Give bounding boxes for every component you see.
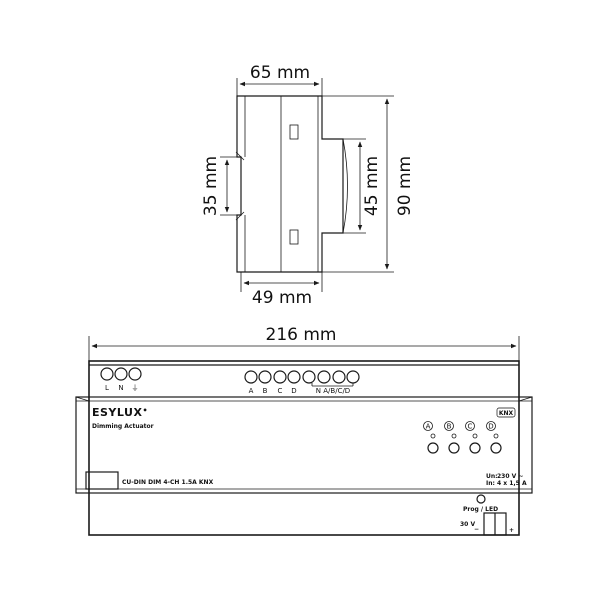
knx-logo-text: KNX — [499, 410, 514, 417]
terminal-screw — [258, 370, 272, 384]
terminal-label-d: D — [291, 387, 296, 395]
rail-notch — [235, 211, 245, 221]
terminal-label-n: N — [118, 384, 123, 392]
channel-badge — [465, 421, 475, 431]
side-view: 65 mm 49 mm 35 mm 45 mm 90 mm — [201, 63, 415, 308]
channel-badge — [486, 421, 496, 431]
device-housing — [88, 360, 520, 536]
rail-clip-lower — [289, 229, 299, 245]
terminal-screw — [244, 370, 258, 384]
terminal-screw — [128, 367, 142, 381]
channel-terminals: A B C D N A/B/C/D — [244, 370, 360, 395]
channel-badge-b: B — [447, 423, 452, 431]
channel-badge-a: A — [426, 423, 431, 431]
dim-90-label: 90 mm — [395, 156, 415, 216]
dim-65-label: 65 mm — [250, 63, 310, 83]
terminal-label-b: B — [263, 387, 268, 395]
dim-45-label: 45 mm — [362, 156, 382, 216]
terminal-screw — [302, 370, 316, 384]
rating-in-label: In: — [486, 480, 495, 487]
rating-in-value: 4 x 1,5 A — [497, 480, 527, 487]
terminal-label-earth: ⏚ — [132, 384, 139, 392]
rail-notch — [235, 151, 245, 161]
channel-badge — [423, 421, 433, 431]
label-window — [85, 471, 119, 490]
terminal-label-common: N A/B/C/D — [316, 387, 350, 395]
rail-clip-upper — [289, 124, 299, 140]
terminal-screw — [317, 370, 331, 384]
front-panel-chamfer — [518, 396, 533, 402]
side-view-outline — [236, 95, 344, 273]
knx-logo-frame — [496, 407, 516, 418]
terminal-screw — [332, 370, 346, 384]
terminal-screw — [273, 370, 287, 384]
channel-controls: A B C D — [423, 421, 502, 454]
prog-label: Prog / LED — [463, 506, 498, 513]
channel-badge — [444, 421, 454, 431]
front-panel-chamfer — [75, 396, 90, 402]
front-panel — [75, 396, 533, 494]
channel-led — [451, 433, 457, 439]
terminal-screw — [346, 370, 360, 384]
channel-led — [430, 433, 436, 439]
terminal-screw — [100, 367, 114, 381]
channel-led — [493, 433, 499, 439]
terminal-label-a: A — [249, 387, 254, 395]
terminal-label-c: C — [278, 387, 283, 395]
knx-logo: KNX — [496, 407, 516, 418]
prog-button[interactable] — [476, 494, 486, 504]
front-view: 216 mm L N ⏚ A B — [75, 325, 533, 536]
bus-plus: + — [509, 527, 514, 534]
rating-un-label: Un: — [486, 473, 498, 480]
dim-49-label: 49 mm — [252, 288, 312, 308]
channel-badge-c: C — [468, 423, 473, 431]
dim-216-label: 216 mm — [266, 325, 337, 345]
channel-button-a[interactable] — [427, 442, 439, 454]
power-terminals: L N ⏚ — [100, 367, 142, 392]
rating-un-value: 230 V ~ — [497, 473, 523, 480]
bus-voltage-label: 30 V — [460, 521, 475, 528]
dim-35-label: 35 mm — [201, 156, 221, 216]
channel-led — [472, 433, 478, 439]
model-code: CU-DIN DIM 4-CH 1.5A KNX — [122, 479, 214, 486]
brand-name: ESYLUX• — [92, 406, 148, 419]
product-subtitle: Dimming Actuator — [92, 423, 154, 430]
bus-terminal: 30 V − + — [460, 512, 514, 536]
terminal-screw — [114, 367, 128, 381]
front-bulge — [342, 138, 348, 234]
channel-button-d[interactable] — [490, 442, 502, 454]
terminal-screw — [287, 370, 301, 384]
channel-button-c[interactable] — [469, 442, 481, 454]
bus-minus: − — [474, 526, 479, 533]
channel-badge-d: D — [488, 423, 493, 431]
channel-button-b[interactable] — [448, 442, 460, 454]
terminal-label-l: L — [105, 384, 109, 392]
